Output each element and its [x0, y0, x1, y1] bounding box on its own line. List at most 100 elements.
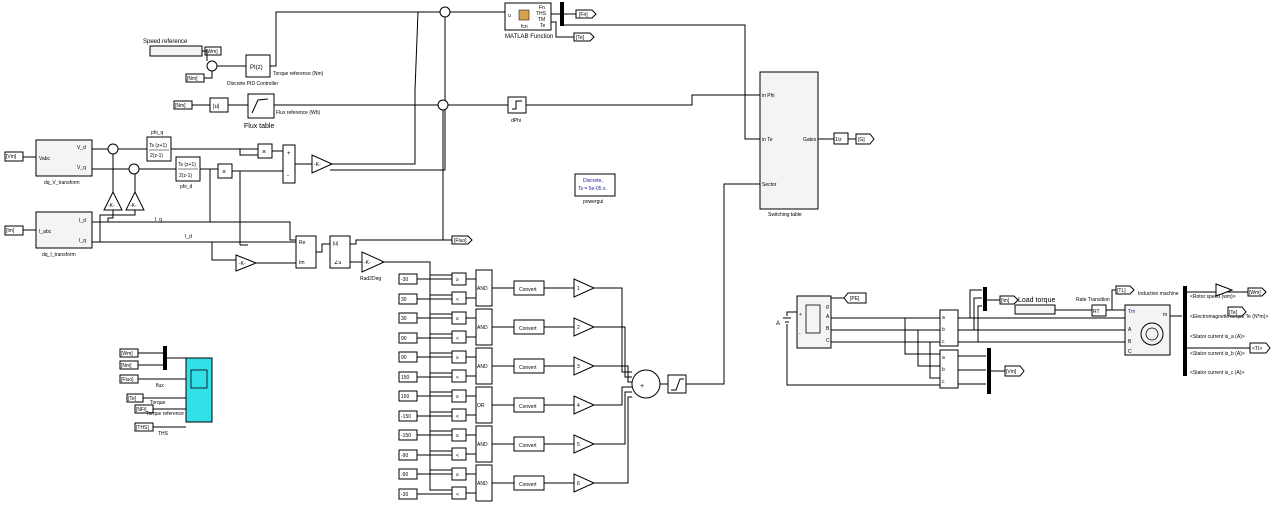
svg-text:Switching table: Switching table [768, 212, 802, 218]
svg-text:Ts (z+1): Ts (z+1) [149, 143, 167, 149]
sector-gain-value: 3 [577, 364, 580, 370]
sector-gain[interactable] [573, 434, 596, 454]
relational-operator-ge[interactable] [451, 467, 467, 481]
svg-text:Discrete,: Discrete, [583, 178, 603, 184]
gain-rs-q[interactable]: -K- [125, 190, 145, 211]
rotor-speed-gain[interactable] [1215, 283, 1234, 297]
relational-operator-lt[interactable] [451, 408, 467, 422]
goto-tag-g[interactable]: [G] [855, 133, 875, 145]
rad2deg-gain[interactable]: -K- Rad2Deg [360, 251, 386, 282]
phi-d-integrator[interactable]: Ts (z+1) 2(z-1) phi_d [175, 156, 201, 190]
flux-error-sum[interactable] [437, 99, 449, 111]
sector-const-low-value: -90 [401, 472, 408, 478]
relational-operator-lt[interactable] [451, 330, 467, 344]
from-tag-scope-wm[interactable]: [Wm] [119, 348, 139, 358]
dq-v-transform-block[interactable]: Vabc V_d V_q dq_V_transform [35, 139, 93, 186]
from-tag-vabc[interactable]: [Vm] [4, 151, 24, 162]
from-tag-scope-nm[interactable]: [Nm] [119, 360, 139, 370]
stator-current-goto[interactable]: <TI> [1249, 342, 1271, 354]
voltage-measurement-1[interactable]: a b c [939, 309, 959, 347]
load-torque-block[interactable]: Load torque [1014, 297, 1056, 315]
matlab-function-block[interactable]: u Fn THS TM Te fcn MATLAB Function [504, 2, 553, 40]
speed-reference-block[interactable]: Speed reference [143, 39, 203, 57]
goto-tag-im-out[interactable]: [Im] [999, 295, 1019, 305]
vq-sum[interactable] [128, 163, 140, 175]
flux-table-block[interactable]: Flux table [244, 93, 275, 130]
from-tag-iabc[interactable]: [Im] [4, 225, 24, 236]
sector-gain[interactable] [573, 473, 596, 493]
from-tag-nm-flux[interactable]: [Nm] [173, 100, 193, 110]
relational-operator-ge[interactable] [451, 272, 467, 286]
relational-operator-ge[interactable] [451, 350, 467, 364]
relational-operator-ge[interactable] [451, 389, 467, 403]
svg-text:<Stator current is_b (A)>: <Stator current is_b (A)> [1190, 351, 1245, 357]
sector-gain[interactable] [573, 356, 596, 376]
goto-tag-tl[interactable]: [TL] [1115, 285, 1135, 295]
svg-text:I_d: I_d [79, 218, 86, 224]
relational-operator-lt[interactable] [451, 369, 467, 383]
sector-gain[interactable] [573, 317, 596, 337]
gain-rs-d[interactable]: -K- [103, 190, 123, 211]
product-block-1[interactable]: × [257, 143, 273, 159]
sector-convert-label: Convert [519, 326, 537, 332]
rotor-speed-goto[interactable]: [Wm] [1247, 287, 1267, 297]
relational-operator-lt[interactable] [451, 291, 467, 305]
scope-block[interactable] [185, 357, 213, 423]
sector-convert-label: Convert [519, 443, 537, 449]
from-tag-pulses[interactable]: [PE] [843, 292, 867, 304]
relational-operator-ge[interactable] [451, 311, 467, 325]
phi-q-integrator[interactable]: Ts (z+1) 2(z-1) phi_q [146, 130, 172, 162]
from-tag-scope-te[interactable]: [Te] [126, 393, 144, 403]
torque-gain[interactable]: -K- [311, 154, 334, 174]
sector-gain-value: 6 [577, 481, 580, 487]
sector-sum-block[interactable]: + [631, 369, 661, 399]
svg-text:[Te]: [Te] [576, 35, 585, 41]
vd-sum[interactable] [107, 143, 119, 155]
flux-hysteresis-block[interactable]: dPhi [507, 96, 527, 124]
from-tag-scope-ths[interactable]: [THS] [134, 422, 154, 432]
dc-source[interactable]: A [776, 317, 791, 327]
torque-error-sum[interactable] [439, 6, 451, 18]
goto-tag-psi[interactable]: [Fluo] [451, 235, 473, 245]
pid-controller-block[interactable]: PI(z) Discrete PID Controller [227, 54, 278, 87]
id-gain[interactable]: -K- [235, 254, 258, 272]
sector-convert-label: Convert [519, 365, 537, 371]
svg-text:[Wm]: [Wm] [121, 351, 133, 357]
goto-tag-fn[interactable]: [Fn] [575, 9, 597, 19]
inverter-block[interactable]: + - g A B C [796, 295, 832, 349]
switching-table-block[interactable]: in Phi in Te Sector Gates Switching tabl… [759, 71, 819, 218]
goto-tag-te[interactable]: [Te] [573, 32, 595, 42]
svg-text:Torque: Torque [150, 400, 166, 406]
relational-operator-lt-symbol: < [456, 336, 459, 342]
dq-i-transform-block[interactable]: I_abc I_d I_q dq_I_transform [35, 211, 93, 258]
svg-text:A: A [776, 321, 780, 327]
relational-operator-ge-symbol: ≥ [456, 355, 459, 361]
re-im-to-complex[interactable]: Re Im [295, 235, 317, 269]
speed-sum[interactable] [206, 60, 218, 72]
induction-machine-block[interactable]: Induction machine Tm A B C m [1124, 291, 1179, 356]
voltage-measurement-2[interactable]: a b c [939, 349, 959, 389]
rate-transition-block[interactable]: RT Rate Transition [1076, 297, 1110, 317]
relational-operator-lt[interactable] [451, 486, 467, 500]
torque-sum-block[interactable]: + - [282, 144, 296, 184]
powergui-block[interactable]: Discrete, Ts = 5e-05 s. powergui [574, 173, 616, 205]
from-tag-scope-flux[interactable]: [Fluo] [119, 374, 139, 384]
svg-text:Sector: Sector [762, 182, 777, 188]
goto-tag-vm-out[interactable]: [Vm] [1004, 365, 1025, 377]
invert-gates-block[interactable]: 1/z [833, 132, 849, 145]
sector-convert-label: Convert [519, 482, 537, 488]
torque-goto-te[interactable]: [Te] [1227, 306, 1247, 317]
relational-operator-ge[interactable] [451, 428, 467, 442]
sector-gain[interactable] [573, 278, 596, 298]
sector-saturation-block[interactable] [667, 374, 687, 394]
product-block-2[interactable]: × [217, 163, 233, 179]
relational-operator-lt[interactable] [451, 447, 467, 461]
from-tag-nm-top[interactable]: [Nm] [185, 73, 205, 83]
sector-logic-op: AND [477, 286, 488, 292]
abs-block[interactable]: |u| [209, 97, 229, 113]
complex-to-magnitude-angle[interactable]: |u| ∠u [329, 235, 351, 269]
svg-text:Torque reference: Torque reference [146, 411, 184, 417]
sector-gain[interactable] [573, 395, 596, 415]
